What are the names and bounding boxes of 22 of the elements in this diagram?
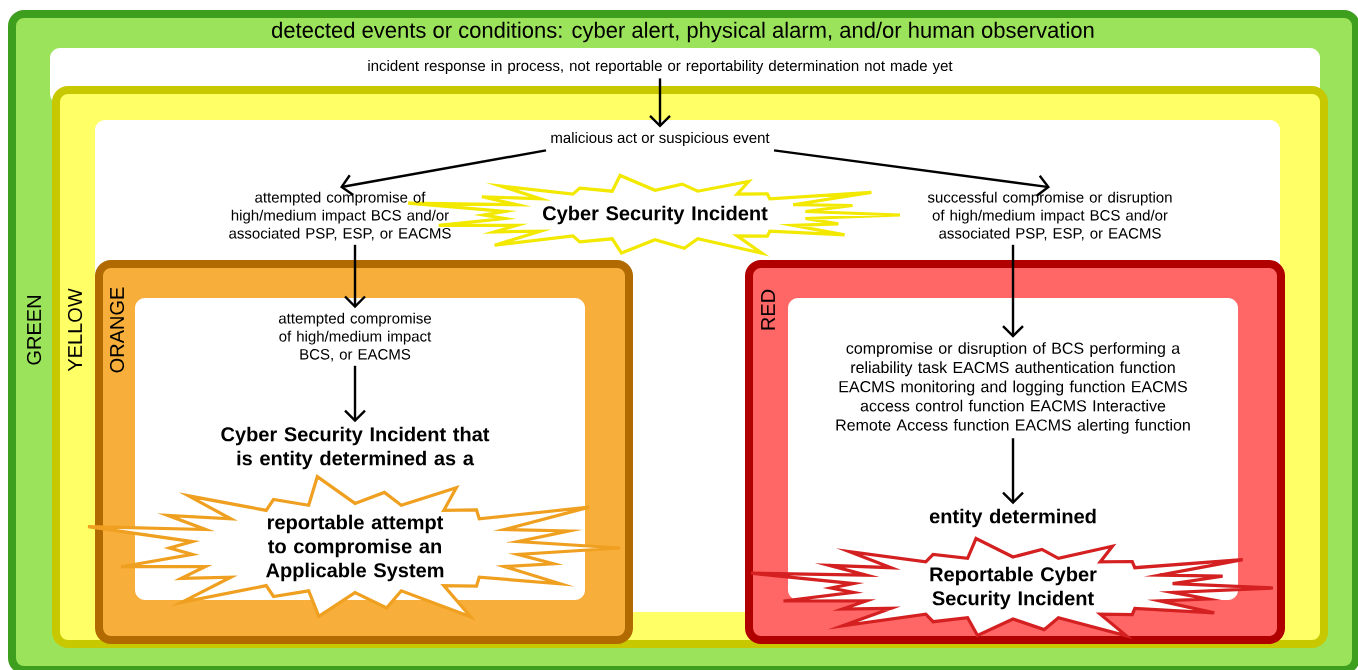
text: successful compromise or disruption of high/medium impact BCS and/or associated PSP, ESP, or EACMS	[927, 191, 1172, 241]
arrow	[773, 149, 1050, 197]
arrow	[1002, 438, 1024, 505]
text: compromise or disruption of BCS performing a reliability task EACMS authentication function EACMS monitoring and logging function EACMS access control function EACMS Interactive Remote Access function EACMS alerting function	[836, 342, 1190, 434]
node-label: Reportable Cyber Security Incident	[930, 566, 1097, 610]
arrow	[344, 244, 366, 309]
frame-label: YELLOW	[67, 288, 83, 372]
frame-label: ORANGE	[109, 287, 125, 373]
text: incident response in process, not reportable or reportability determination not made yet	[368, 60, 953, 74]
bold-text: entity determined	[929, 508, 1096, 528]
heading: detected events or conditions: cyber alert, physical alarm, and/or human observation	[272, 21, 1094, 43]
starburst: reportable attempt to compromise an Applicable System	[86, 474, 622, 621]
arrow	[344, 365, 366, 423]
text: malicious act or suspicious event	[551, 132, 770, 146]
bold-text: Cyber Security Incident that is entity determined as a	[221, 426, 490, 470]
starburst: Reportable Cyber Security Incident	[749, 536, 1275, 640]
frame-label: RED	[761, 289, 775, 330]
arrow	[340, 149, 547, 196]
arrow	[649, 78, 671, 128]
text: attempted compromise of high/medium impact BCS, or EACMS	[278, 312, 432, 362]
arrow	[1002, 244, 1024, 338]
frame-label: GREEN	[26, 296, 42, 365]
